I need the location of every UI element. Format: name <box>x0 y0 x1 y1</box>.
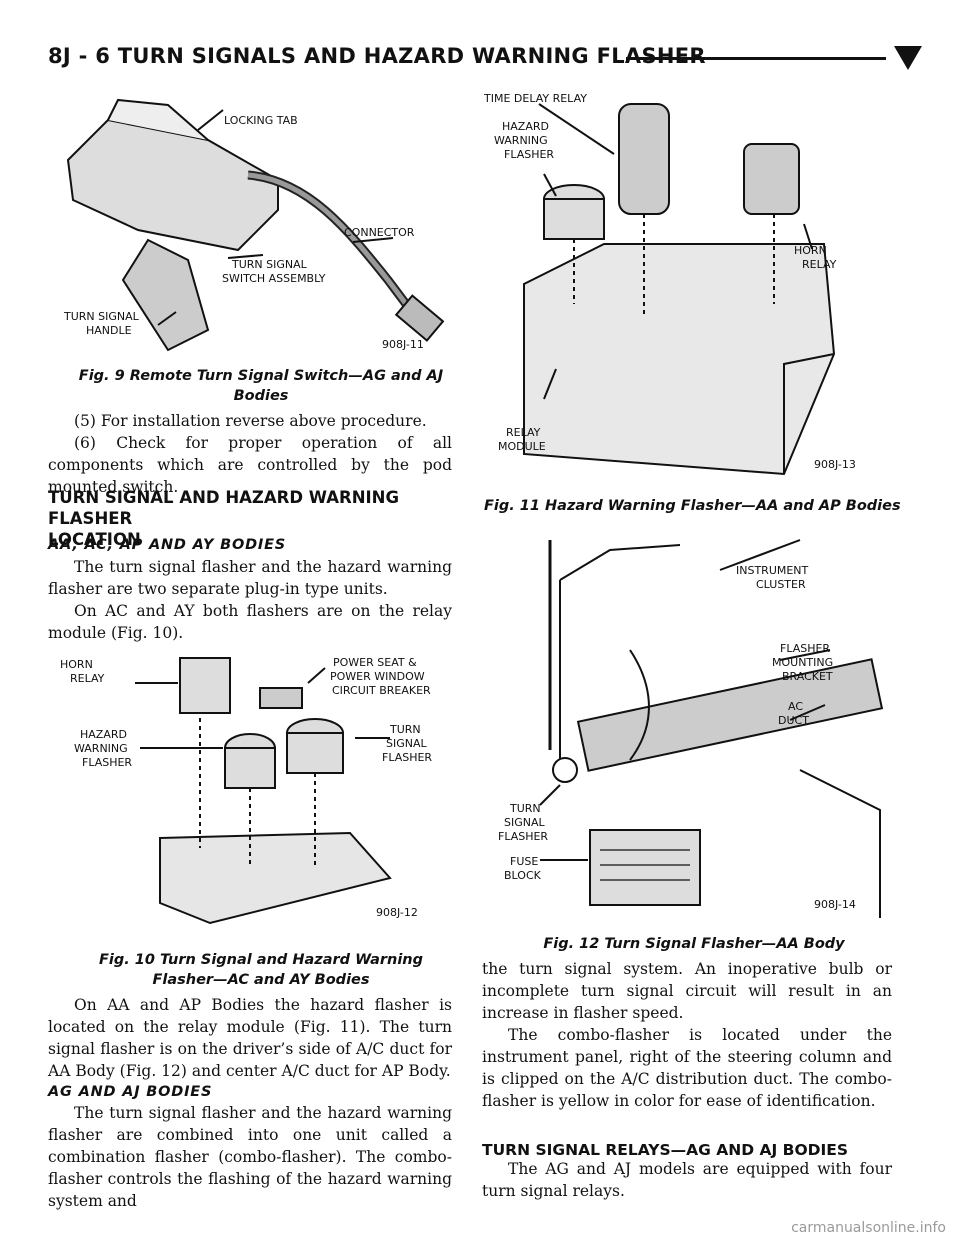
left-text-block: (5) For installation reverse above proce… <box>48 410 452 498</box>
label-ic-1: INSTRUMENT <box>736 564 809 577</box>
label-ac-2: DUCT <box>778 714 809 727</box>
section-heading: TURN SIGNAL AND HAZARD WARNING FLASHER L… <box>48 487 458 550</box>
figure-code: 908J-14 <box>814 898 856 911</box>
label-horn-2: RELAY <box>802 258 837 271</box>
label-ic-2: CLUSTER <box>756 578 806 591</box>
figure-12-caption: Fig. 12 Turn Signal Flasher—AA Body <box>543 936 845 952</box>
label-locking-tab: LOCKING TAB <box>224 114 298 127</box>
paragraph: The AG and AJ models are equipped with f… <box>482 1160 892 1200</box>
label-turn-signal-1: TURN SIGNAL <box>231 258 308 271</box>
label-relay-2: MODULE <box>498 440 546 453</box>
label-time-delay-relay: TIME DELAY RELAY <box>484 92 587 105</box>
label-ts-1: TURN <box>509 802 541 815</box>
right-text-block: the turn signal system. An inoperative b… <box>482 958 892 1112</box>
paragraph: On AA and AP Bodies the hazard flasher i… <box>48 996 452 1080</box>
label-turn-2: SIGNAL <box>386 737 428 750</box>
figure-code: 908J-11 <box>382 338 424 351</box>
label-hazard-2: WARNING <box>494 134 548 147</box>
paragraph: The turn signal flasher and the hazard w… <box>48 558 452 598</box>
paragraph: the turn signal system. An inoperative b… <box>482 960 892 1022</box>
label-power-1: POWER SEAT & <box>333 656 417 669</box>
subheading: AG AND AJ BODIES <box>48 1084 213 1100</box>
label-horn-1: HORN <box>60 658 93 671</box>
figure-9-caption: Fig. 9 Remote Turn Signal Switch—AG and … <box>66 366 456 406</box>
figure-11-caption: Fig. 11 Hazard Warning Flasher—AA and AP… <box>484 498 901 514</box>
label-ts-3: FLASHER <box>498 830 548 843</box>
label-horn-1: HORN <box>794 244 827 257</box>
label-fl-2: MOUNTING <box>772 656 833 669</box>
label-fb-1: FUSE <box>510 855 538 868</box>
figure-10-caption: Fig. 10 Turn Signal and Hazard Warning F… <box>66 950 456 990</box>
label-connector: CONNECTOR <box>344 226 415 239</box>
figure-code: 908J-12 <box>376 906 418 919</box>
figure-9: LOCKING TAB CONNECTOR TURN SIGNAL SWITCH… <box>48 80 468 360</box>
caption-line: Bodies <box>233 388 289 404</box>
left-text-block-4: The turn signal flasher and the hazard w… <box>48 1102 452 1212</box>
left-text-block-2: The turn signal flasher and the hazard w… <box>48 556 452 644</box>
figure-11: TIME DELAY RELAY HAZARD WARNING FLASHER … <box>484 84 884 484</box>
figure-code: 908J-13 <box>814 458 856 471</box>
label-hazard-3: FLASHER <box>504 148 554 161</box>
heading-line: TURN SIGNAL AND HAZARD WARNING FLASHER <box>48 488 400 528</box>
paragraph: On AC and AY both flashers are on the re… <box>48 602 452 642</box>
label-fb-2: BLOCK <box>504 869 542 882</box>
header-rule <box>626 57 886 60</box>
paragraph: The combo-flasher is located under the i… <box>482 1026 892 1110</box>
heading-line: LOCATION <box>48 530 141 549</box>
label-ac-1: AC <box>788 700 803 713</box>
label-turn-3: FLASHER <box>382 751 432 764</box>
figure-10: HORN RELAY POWER SEAT & POWER WINDOW CIR… <box>60 638 460 938</box>
paragraph: (5) For installation reverse above proce… <box>74 412 427 430</box>
page-title: 8J - 6 TURN SIGNALS AND HAZARD WARNING F… <box>48 44 706 68</box>
label-hazard-3: FLASHER <box>82 756 132 769</box>
label-hazard-2: WARNING <box>74 742 128 755</box>
page-header: 8J - 6 TURN SIGNALS AND HAZARD WARNING F… <box>48 40 922 76</box>
paragraph: (6) Check for proper operation of all co… <box>48 434 452 496</box>
left-text-block-3: On AA and AP Bodies the hazard flasher i… <box>48 994 452 1082</box>
label-fl-1: FLASHER <box>780 642 830 655</box>
paragraph: The turn signal flasher and the hazard w… <box>48 1104 452 1210</box>
label-power-3: CIRCUIT BREAKER <box>332 684 431 697</box>
subheading: AA, AC, AP AND AY BODIES <box>48 537 287 553</box>
label-turn-signal-2: SWITCH ASSEMBLY <box>222 272 326 285</box>
label-turn-1: TURN <box>389 723 421 736</box>
watermark: carmanualsonline.info <box>791 1220 946 1236</box>
label-hazard-1: HAZARD <box>502 120 549 133</box>
caption-line: Flasher—AC and AY Bodies <box>152 972 370 988</box>
triangle-icon <box>894 46 922 70</box>
right-text-block-2: The AG and AJ models are equipped with f… <box>482 1158 892 1202</box>
caption-line: Fig. 10 Turn Signal and Hazard Warning <box>98 952 424 968</box>
label-fl-3: BRACKET <box>782 670 833 683</box>
label-horn-2: RELAY <box>70 672 105 685</box>
label-relay-1: RELAY <box>506 426 541 439</box>
caption-line: Fig. 9 Remote Turn Signal Switch—AG and … <box>78 368 444 384</box>
section-heading: TURN SIGNAL RELAYS—AG AND AJ BODIES <box>482 1141 849 1159</box>
label-hazard-1: HAZARD <box>80 728 127 741</box>
label-handle-2: HANDLE <box>86 324 132 337</box>
label-handle-1: TURN SIGNAL <box>63 310 140 323</box>
label-ts-2: SIGNAL <box>504 816 546 829</box>
figure-12: INSTRUMENT CLUSTER FLASHER MOUNTING BRAC… <box>480 530 900 918</box>
label-power-2: POWER WINDOW <box>330 670 425 683</box>
